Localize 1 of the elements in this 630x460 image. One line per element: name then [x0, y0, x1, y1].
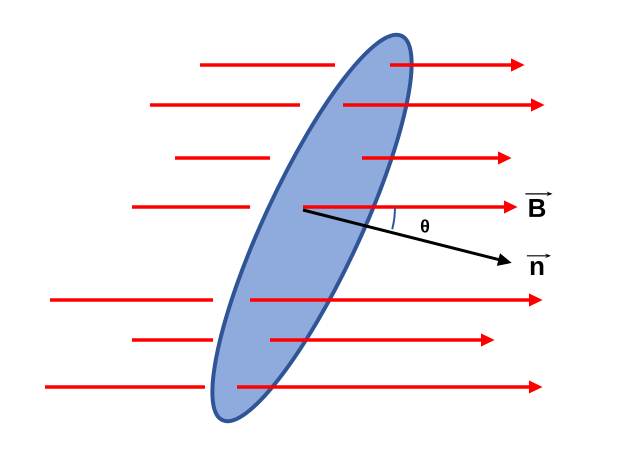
- angle-label: θ: [420, 219, 430, 233]
